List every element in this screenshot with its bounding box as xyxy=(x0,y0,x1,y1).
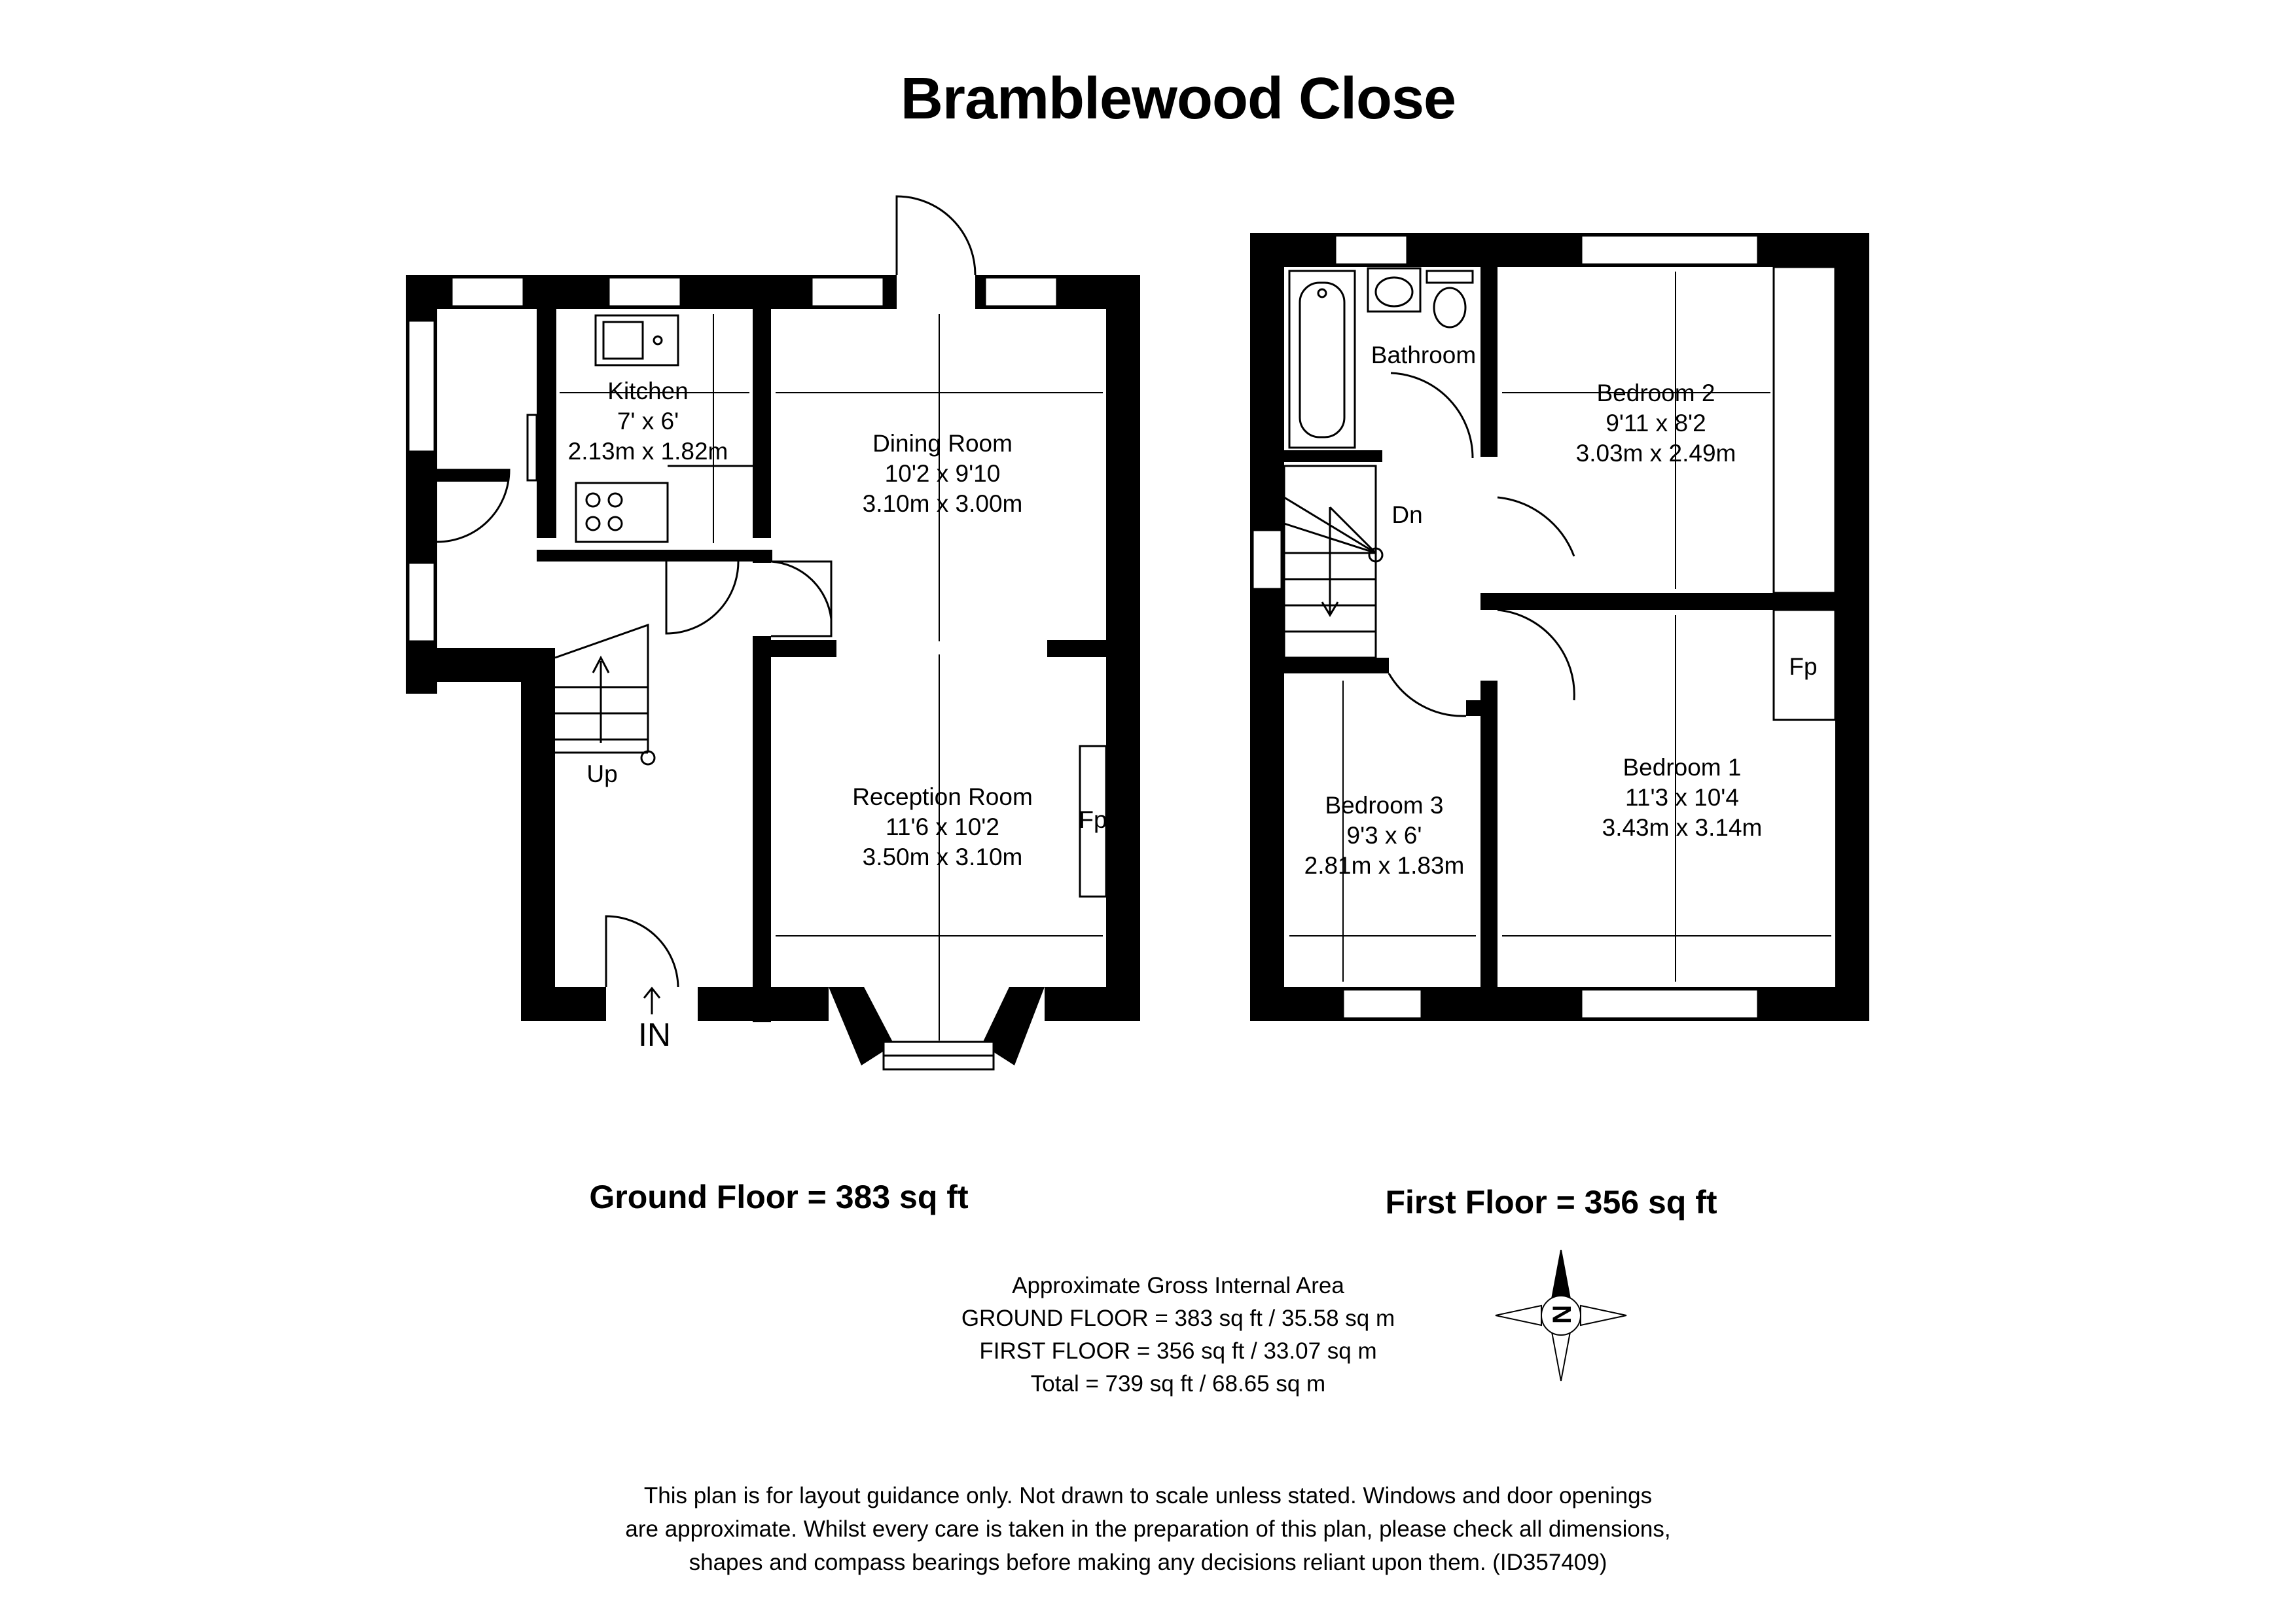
ground-floor-dimension-lines xyxy=(560,314,1103,1041)
ground-fireplace-label: Fp xyxy=(1079,806,1107,833)
first-fireplace-label: Fp xyxy=(1789,653,1818,680)
ground-floor-plan xyxy=(406,195,1140,1071)
area-summary-ground: GROUND FLOOR = 383 sq ft / 35.58 sq m xyxy=(961,1306,1395,1331)
bedroom2-name: Bedroom 2 xyxy=(1596,380,1715,406)
reception-room-imperial: 11'6 x 10'2 xyxy=(886,813,999,840)
first-floor-walls xyxy=(1250,233,1869,1021)
dining-room-imperial: 10'2 x 9'10 xyxy=(884,460,1001,487)
kitchen-label: Kitchen 7' x 6' 2.13m x 1.82m xyxy=(550,376,746,467)
bedroom2-imperial: 9'11 x 8'2 xyxy=(1605,410,1706,437)
disclaimer-line-2: are approximate. Whilst every care is ta… xyxy=(625,1516,1671,1542)
area-summary: Approximate Gross Internal Area GROUND F… xyxy=(884,1270,1473,1400)
entrance-label: IN xyxy=(638,1016,671,1053)
bedroom1-label: Bedroom 1 11'3 x 10'4 3.43m x 3.14m xyxy=(1577,753,1787,843)
bedroom2-wardrobe xyxy=(1772,266,1837,594)
ground-stairs-label: Up xyxy=(586,760,618,787)
kitchen-name: Kitchen xyxy=(607,378,689,404)
first-floor-stairs xyxy=(1283,465,1384,659)
reception-room-metric: 3.50m x 3.10m xyxy=(862,844,1023,870)
bedroom3-imperial: 9'3 x 6' xyxy=(1346,822,1422,849)
bedroom1-name: Bedroom 1 xyxy=(1623,754,1742,781)
bedroom3-label: Bedroom 3 9'3 x 6' 2.81m x 1.83m xyxy=(1286,791,1482,881)
compass-north-letter: N xyxy=(1547,1305,1576,1324)
dining-room-name: Dining Room xyxy=(872,430,1013,457)
disclaimer-line-1: This plan is for layout guidance only. N… xyxy=(643,1483,1653,1508)
reception-room-label: Reception Room 11'6 x 10'2 3.50m x 3.10m xyxy=(831,782,1054,872)
area-summary-first: FIRST FLOOR = 356 sq ft / 33.07 sq m xyxy=(979,1338,1377,1364)
bedroom3-metric: 2.81m x 1.83m xyxy=(1304,852,1465,879)
disclaimer: This plan is for layout guidance only. N… xyxy=(493,1479,1803,1579)
bedroom3-name: Bedroom 3 xyxy=(1325,792,1444,819)
first-fireplace xyxy=(1772,609,1837,721)
ground-floor-windows xyxy=(407,276,1058,1071)
kitchen-imperial: 7' x 6' xyxy=(617,408,679,435)
first-stairs-label: Dn xyxy=(1391,501,1423,528)
ground-floor-heading: Ground Floor = 383 sq ft xyxy=(589,1179,969,1215)
entrance-arrow-icon xyxy=(643,986,661,1014)
first-floor-dimension-lines xyxy=(1289,272,1831,982)
bedroom2-label: Bedroom 2 9'11 x 8'2 3.03m x 2.49m xyxy=(1551,378,1761,469)
page-title: Bramblewood Close xyxy=(900,66,1456,132)
first-floor-plan xyxy=(1250,233,1869,1021)
bedroom1-metric: 3.43m x 3.14m xyxy=(1602,814,1763,841)
dining-room-metric: 3.10m x 3.00m xyxy=(862,490,1023,517)
area-summary-total: Total = 739 sq ft / 68.65 sq m xyxy=(1030,1371,1326,1397)
first-floor-heading: First Floor = 356 sq ft xyxy=(1385,1184,1717,1221)
area-summary-heading: Approximate Gross Internal Area xyxy=(1012,1273,1344,1298)
bedroom1-imperial: 11'3 x 10'4 xyxy=(1625,784,1739,811)
compass-rose-icon xyxy=(1495,1249,1627,1382)
ground-floor-doors xyxy=(437,195,977,988)
kitchen-fittings xyxy=(526,314,753,543)
dining-room-label: Dining Room 10'2 x 9'10 3.10m x 3.00m xyxy=(838,429,1047,519)
first-floor-doors xyxy=(1388,372,1575,717)
ground-floor-walls xyxy=(406,275,1140,1065)
disclaimer-line-3: shapes and compass bearings before makin… xyxy=(689,1550,1607,1575)
bathroom-fittings xyxy=(1288,267,1474,449)
reception-room-name: Reception Room xyxy=(852,783,1033,810)
kitchen-metric: 2.13m x 1.82m xyxy=(567,438,728,465)
ground-fireplace xyxy=(1079,745,1107,898)
first-floor-windows xyxy=(1251,234,1759,1020)
ground-floor-stairs xyxy=(554,623,656,766)
bathroom-label: Bathroom xyxy=(1371,342,1477,368)
bedroom2-metric: 3.03m x 2.49m xyxy=(1575,440,1736,467)
